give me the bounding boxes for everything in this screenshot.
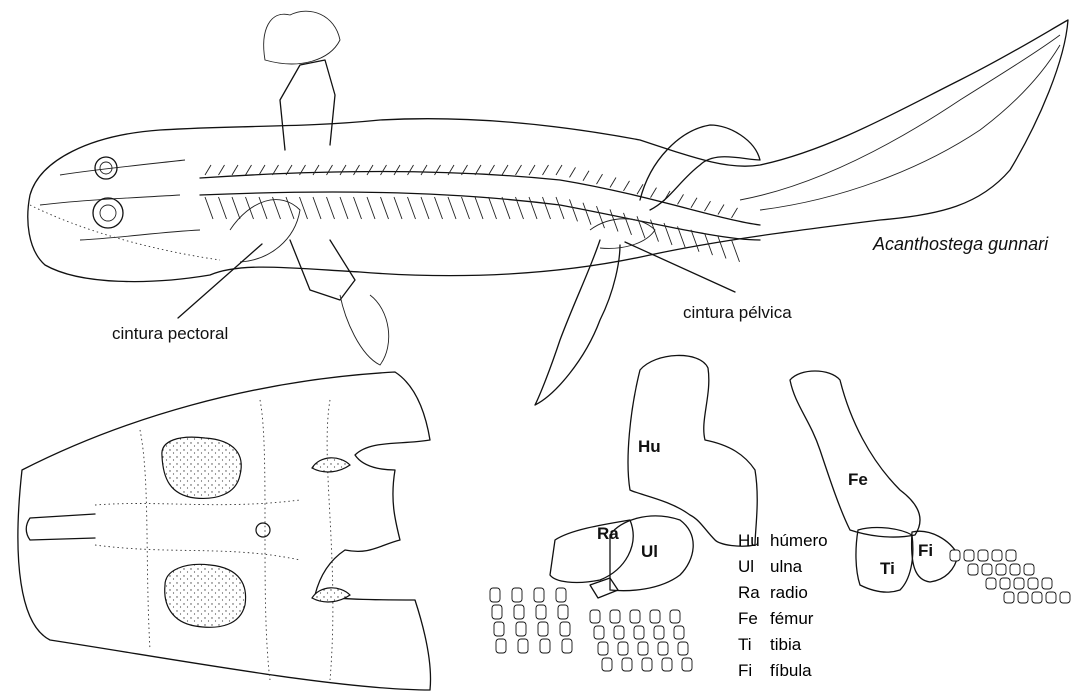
skeleton-drawing — [28, 11, 1068, 405]
legend-abbr: Ti — [738, 632, 770, 658]
legend-name: radio — [770, 580, 808, 606]
legend-abbr: Fe — [738, 606, 770, 632]
femur-label: Fe — [848, 470, 868, 490]
legend-name: fémur — [770, 606, 813, 632]
pectoral-girdle-label: cintura pectoral — [112, 324, 228, 344]
legend-name: ulna — [770, 554, 802, 580]
ulna-label: Ul — [641, 542, 658, 562]
humerus-label: Hu — [638, 437, 661, 457]
legend-name: fíbula — [770, 658, 812, 684]
legend-abbr: Hu — [738, 528, 770, 554]
pelvic-girdle-label: cintura pélvica — [683, 303, 792, 323]
legend-name: tibia — [770, 632, 801, 658]
tibia-label: Ti — [880, 559, 895, 579]
forelimb-diagram — [490, 355, 757, 671]
legend-abbr: Ul — [738, 554, 770, 580]
legend-abbr: Fi — [738, 658, 770, 684]
radius-label: Ra — [597, 524, 619, 544]
legend-abbr: Ra — [738, 580, 770, 606]
legend-name: húmero — [770, 528, 828, 554]
fibula-label: Fi — [918, 541, 933, 561]
skull-dorsal-view — [18, 372, 431, 690]
hindlimb-diagram — [790, 371, 1070, 603]
pectoral-pointer-line — [178, 244, 262, 318]
species-label: Acanthostega gunnari — [873, 234, 1048, 255]
